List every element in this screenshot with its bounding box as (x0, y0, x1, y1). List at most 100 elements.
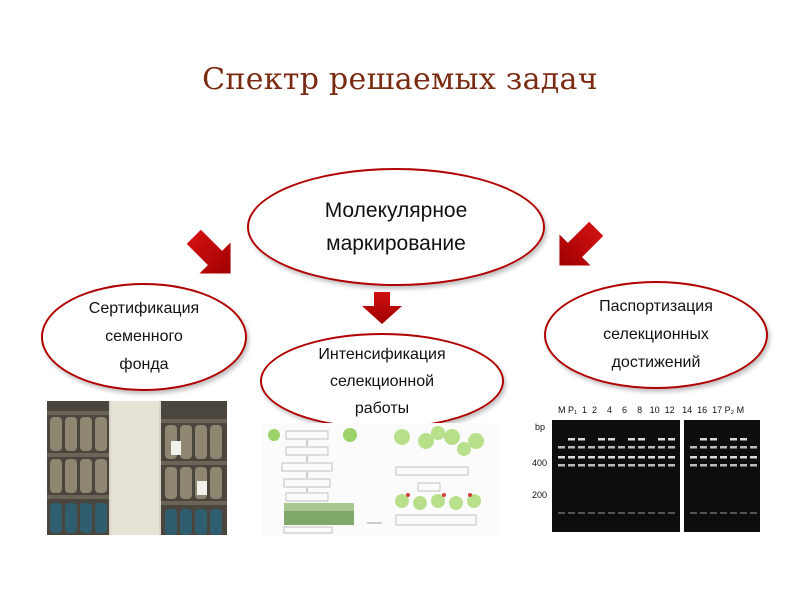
gel-band (648, 456, 655, 459)
node-breeding-intensification-line2: селекционной (329, 372, 435, 390)
gel-band (618, 456, 625, 459)
gel-band (618, 464, 625, 467)
gel-band (638, 464, 645, 467)
gel-band-faint (638, 512, 645, 514)
gel-band (720, 456, 727, 459)
gel-band-faint (598, 512, 605, 514)
gel-band (598, 456, 605, 459)
gel-band (568, 464, 575, 467)
gel-band (730, 446, 737, 449)
node-seed-certification-line1: Сертификация (88, 300, 200, 317)
gel-lane-header: M P₁ 1 2 4 6 8 10 12 14 16 17 P₂ M (558, 405, 745, 415)
arrow-to-right-node (559, 221, 604, 266)
gel-band (740, 446, 747, 449)
gel-band (740, 438, 747, 441)
gel-band (598, 464, 605, 467)
node-breeding-passport: Паспортизация селекционных достижений (544, 281, 768, 389)
gel-band (658, 464, 665, 467)
node-molecular-marking-line2: маркирование (326, 232, 466, 255)
node-seed-certification-line2: семенного (105, 328, 183, 345)
slide-title: Спектр решаемых задач (202, 62, 598, 97)
gel-band (568, 456, 575, 459)
gel-band-faint (648, 512, 655, 514)
gel-band (598, 438, 605, 441)
gel-band-faint (588, 512, 595, 514)
gel-band (720, 446, 727, 449)
node-breeding-passport-line2: селекционных (603, 326, 709, 343)
gel-band-faint (750, 512, 757, 514)
gel-band (648, 446, 655, 449)
gel-band (730, 438, 737, 441)
gel-band-faint (720, 512, 727, 514)
gel-band (558, 464, 565, 467)
gel-band (700, 464, 707, 467)
gel-band-faint (740, 512, 747, 514)
gel-band-faint (558, 512, 565, 514)
gel-band-faint (690, 512, 697, 514)
gel-band (558, 456, 565, 459)
gel-band-faint (710, 512, 717, 514)
gel-band (628, 464, 635, 467)
gel-band-faint (668, 512, 675, 514)
gel-band (730, 464, 737, 467)
gel-band (668, 456, 675, 459)
gel-band (720, 464, 727, 467)
node-breeding-intensification-line1: Интенсификация (318, 345, 446, 363)
gel-band (608, 438, 615, 441)
gel-band (658, 446, 665, 449)
gel-band-faint (618, 512, 625, 514)
gel-band (730, 456, 737, 459)
gel-band (588, 446, 595, 449)
gel-band (628, 446, 635, 449)
gel-band (658, 438, 665, 441)
node-molecular-marking-line1: Молекулярное (324, 199, 468, 222)
gel-band (618, 446, 625, 449)
node-seed-certification-line3: фонда (119, 356, 169, 373)
breeding-scheme-image (262, 423, 500, 535)
gel-band (700, 438, 707, 441)
seed-storage-photo (47, 401, 227, 535)
gel-band-faint (730, 512, 737, 514)
gel-band (608, 464, 615, 467)
gel-band (700, 446, 707, 449)
gel-band (568, 446, 575, 449)
gel-band (658, 456, 665, 459)
gel-band (740, 456, 747, 459)
gel-unit-label: bp (535, 422, 546, 432)
arrow-to-middle-node (362, 292, 402, 324)
gel-band (690, 456, 697, 459)
gel-band (668, 464, 675, 467)
gel-band (648, 464, 655, 467)
gel-band (668, 446, 675, 449)
gel-band (638, 456, 645, 459)
gel-band (588, 464, 595, 467)
gel-band (750, 464, 757, 467)
gel-band (568, 438, 575, 441)
gel-band (608, 456, 615, 459)
gel-band (628, 456, 635, 459)
gel-marker-400: 400 (532, 458, 548, 468)
node-breeding-intensification: Интенсификация селекционной работы (260, 333, 504, 429)
gel-band (700, 456, 707, 459)
node-breeding-passport-line1: Паспортизация (599, 298, 713, 315)
gel-band-faint (700, 512, 707, 514)
gel-electrophoresis-image: M P₁ 1 2 4 6 8 10 12 14 16 17 P₂ M bp 40… (530, 402, 760, 532)
arrow-to-left-node (186, 229, 231, 274)
gel-band (710, 464, 717, 467)
gel-marker-200: 200 (532, 490, 548, 500)
gel-band-faint (608, 512, 615, 514)
node-breeding-intensification-line3: работы (354, 399, 410, 417)
gel-band (638, 438, 645, 441)
gel-band (628, 438, 635, 441)
gel-band (578, 456, 585, 459)
gel-band (710, 456, 717, 459)
gel-band (578, 438, 585, 441)
gel-band (740, 464, 747, 467)
gel-band (578, 464, 585, 467)
gel-band (668, 438, 675, 441)
gel-band-faint (658, 512, 665, 514)
gel-band (608, 446, 615, 449)
gel-band (750, 456, 757, 459)
gel-band (710, 438, 717, 441)
